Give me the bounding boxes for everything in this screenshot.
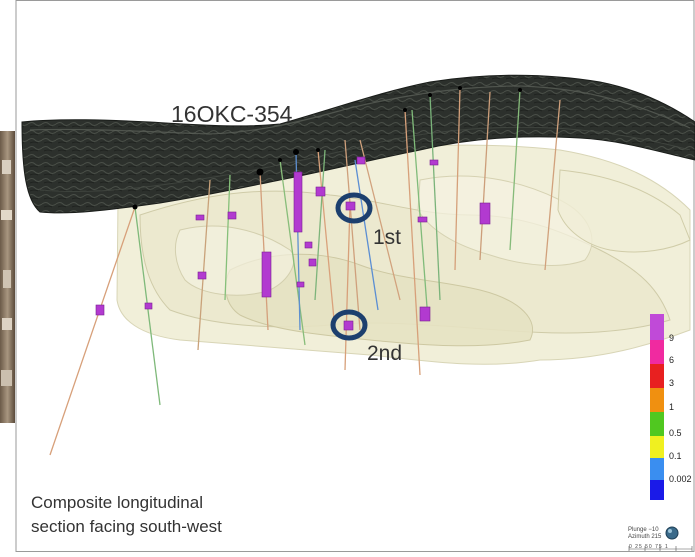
legend-tick-1: 1: [669, 402, 674, 412]
plunge-readout: Plunge −10: [628, 527, 661, 534]
legend-tick-0-5: 0.5: [669, 428, 682, 438]
scale-bar-labels: 0 25 50 75 1: [629, 544, 669, 550]
caption-line-2: section facing south-west: [31, 515, 291, 539]
intercept-label-2nd: 2nd: [367, 342, 402, 366]
core-photo-strip: [0, 131, 15, 423]
legend-tick-9: 9: [669, 333, 674, 343]
grade-legend-colorbar: [650, 314, 664, 500]
legend-tick-6: 6: [669, 355, 674, 365]
drillhole-label: 16OKC-354: [171, 101, 292, 128]
intercept-label-1st: 1st: [373, 226, 401, 250]
figure-caption: Composite longitudinal section facing so…: [31, 491, 291, 539]
legend-tick-3: 3: [669, 378, 674, 388]
legend-tick-0-002: 0.002: [669, 474, 692, 484]
orientation-widget: [666, 527, 678, 539]
azimuth-readout: Azimuth 215: [628, 534, 661, 541]
legend-tick-0-1: 0.1: [669, 451, 682, 461]
orientation-readout: Plunge −10 Azimuth 215: [628, 527, 661, 541]
caption-line-1: Composite longitudinal: [31, 491, 291, 515]
